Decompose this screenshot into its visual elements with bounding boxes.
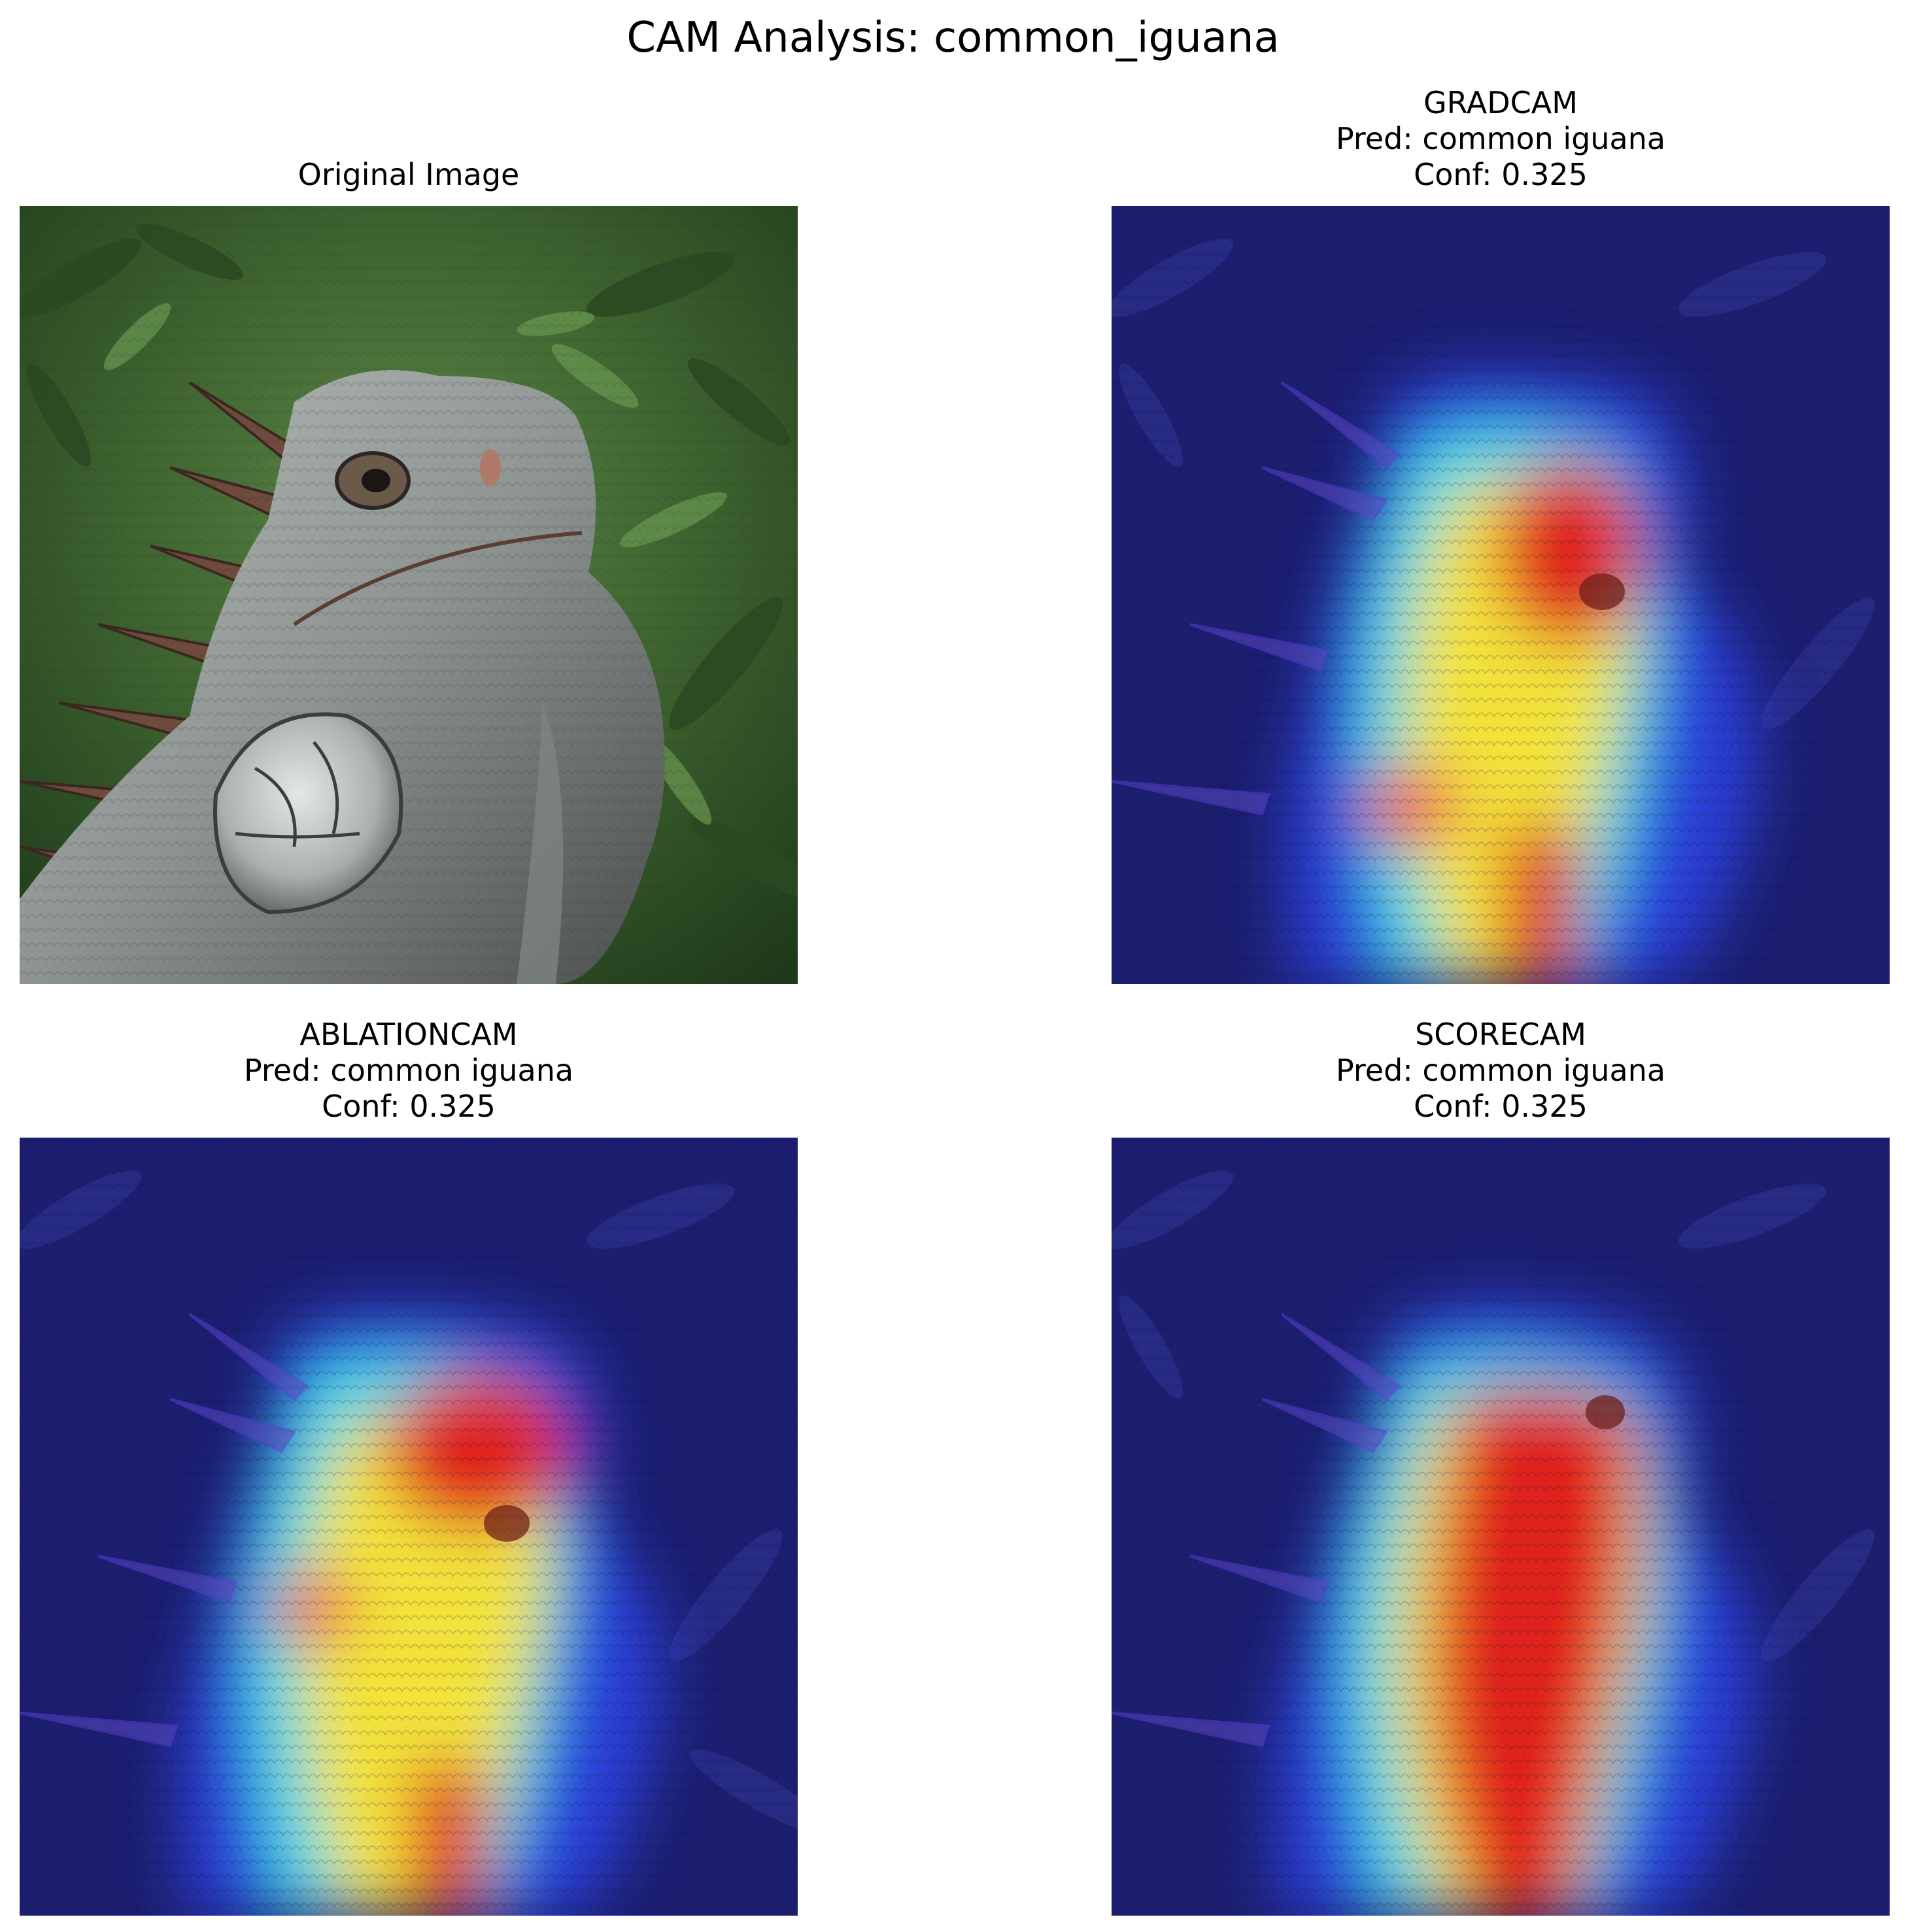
panel-title-original: Original Image bbox=[20, 157, 798, 193]
ablationcam-heatmap-overlay bbox=[20, 1138, 798, 1916]
panel-title-gradcam: GRADCAM Pred: common iguana Conf: 0.325 bbox=[1112, 85, 1890, 193]
panel-method-label: Original Image bbox=[298, 157, 520, 192]
panel-prediction-label: Pred: common iguana bbox=[1335, 121, 1666, 156]
panel-method-label: SCORECAM bbox=[1415, 1017, 1586, 1052]
ablationcam-heatmap-panel bbox=[20, 1138, 798, 1916]
figure-title: CAM Analysis: common_iguana bbox=[626, 14, 1280, 62]
gradcam-heatmap-panel bbox=[1112, 206, 1890, 984]
panel-title-scorecam: SCORECAM Pred: common iguana Conf: 0.325 bbox=[1112, 1017, 1890, 1125]
scorecam-heatmap-overlay bbox=[1112, 1138, 1890, 1916]
panel-method-label: ABLATIONCAM bbox=[299, 1017, 518, 1052]
panel-title-ablationcam: ABLATIONCAM Pred: common iguana Conf: 0.… bbox=[20, 1017, 798, 1125]
panel-confidence-label: Conf: 0.325 bbox=[1414, 1089, 1588, 1124]
gradcam-heatmap-overlay bbox=[1112, 206, 1890, 984]
scorecam-heatmap-panel bbox=[1112, 1138, 1890, 1916]
panel-confidence-label: Conf: 0.325 bbox=[322, 1089, 496, 1124]
original-image-panel bbox=[20, 206, 798, 984]
panel-prediction-label: Pred: common iguana bbox=[243, 1053, 574, 1088]
original-iguana-photo bbox=[20, 206, 798, 984]
panel-prediction-label: Pred: common iguana bbox=[1335, 1053, 1666, 1088]
panel-confidence-label: Conf: 0.325 bbox=[1414, 157, 1588, 192]
panel-method-label: GRADCAM bbox=[1423, 85, 1578, 120]
